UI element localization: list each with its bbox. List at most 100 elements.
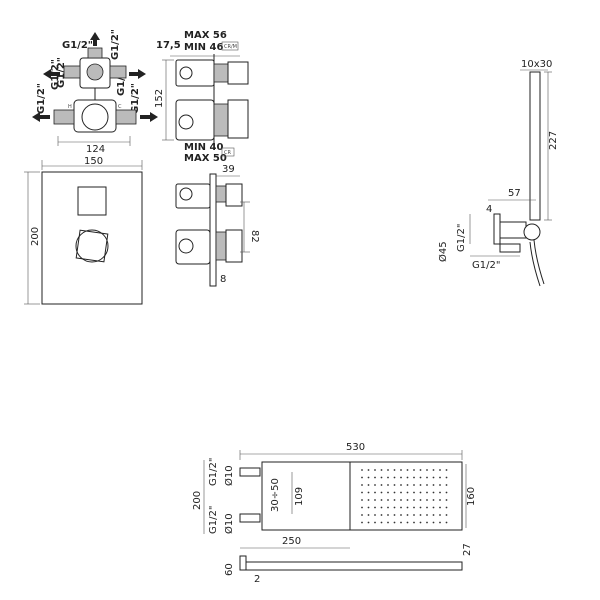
nozzle-dot [432,476,435,479]
label-g-hand-1: G1/2" [456,224,467,252]
dim-227: 227 [548,131,559,150]
nozzle-dot [445,514,448,516]
nozzle-dot [406,521,409,524]
dim-8: 8 [220,274,226,285]
nozzle-dot [361,514,363,516]
nozzle-dot [445,521,448,524]
dim-min-40: MIN 40 [184,142,223,153]
nozzle-dot [439,469,441,471]
label-g-right-lower: G1/2" [130,83,141,114]
nozzle-dot [361,506,363,509]
nozzle-dot [445,476,448,479]
nozzle-dot [419,469,422,471]
nozzle-dot [361,484,363,486]
label-g-head-2: G1/2" [208,506,219,534]
dim-109: 109 [294,487,305,506]
nozzle-dot [374,506,376,509]
dim-min-46: MIN 46 [184,42,223,53]
nozzle-dot [400,469,402,471]
nozzle-dot [374,476,376,479]
nozzle-dot [400,476,402,479]
nozzle-dot [367,499,370,501]
dim-10x30: 10x30 [521,59,552,70]
nozzle-dot [413,469,415,471]
nozzle-dot [380,521,383,524]
label-g-left-lower: G1/2" [36,83,47,114]
nozzle-dot [374,521,376,524]
nozzle-dot [426,499,428,501]
valve-top-view: G1/2" G1/2" G1/2" G1/2" G1/2" G1/2" G1/2… [32,29,158,170]
nozzle-dot [439,491,441,494]
nozzle-dot [439,499,441,501]
nozzle-dot [400,521,402,524]
label-g-side-left: G1/2" [50,59,61,90]
nozzle-dot [393,469,396,471]
dim-2: 2 [254,574,260,585]
nozzle-dot [400,514,402,516]
nozzle-dot [439,484,441,486]
arrow-right-icon [129,69,146,79]
nozzle-dot [413,484,415,486]
dim-200-head: 200 [192,491,203,510]
mark-right: C [118,104,122,110]
nozzle-dot [374,514,376,516]
nozzle-dot [361,491,363,494]
nozzle-dot [387,469,389,471]
dim-max-56: MAX 56 [184,30,227,41]
nozzle-dot [393,491,396,494]
nozzle-dot [374,491,376,494]
nozzle-dot [413,521,415,524]
dim-250: 250 [282,536,301,547]
nozzle-dot [413,499,415,501]
dim-60: 60 [224,563,235,576]
nozzle-dot [374,469,376,471]
nozzle-dot [419,506,422,509]
nozzle-dot [413,514,415,516]
nozzle-dot [406,476,409,479]
nozzle-dot [367,469,370,471]
nozzle-dot [413,476,415,479]
nozzle-dot [380,499,383,501]
nozzle-dot [426,476,428,479]
nozzle-dot [406,469,409,471]
arrow-right-lower-icon [140,112,158,122]
nozzle-dot [361,521,363,524]
nozzle-dot [361,499,363,501]
nozzle-dot [387,521,389,524]
nozzle-dot [419,484,422,486]
nozzle-dot [432,506,435,509]
nozzle-dot [393,521,396,524]
nozzle-dot [400,506,402,509]
nozzle-dot [361,476,363,479]
nozzle-dot [445,484,448,486]
label-g-top: G1/2" [62,40,93,51]
nozzle-dot [387,506,389,509]
dim-17-5: 17,5 [156,40,181,51]
nozzle-dot [367,484,370,486]
dim-27: 27 [462,543,473,556]
nozzle-dot [445,499,448,501]
nozzle-dot [393,484,396,486]
nozzle-dot [367,514,370,516]
nozzle-dot [426,484,428,486]
nozzle-dot [400,491,402,494]
nozzle-dot [419,514,422,516]
nozzle-dot [432,521,435,524]
nozzle-dot [380,514,383,516]
dim-4: 4 [486,204,492,215]
label-d10-1: Ø10 [223,465,235,486]
nozzle-dot [361,469,363,471]
nozzle-dot [419,476,422,479]
nozzle-dot [419,491,422,494]
nozzle-dot [432,499,435,501]
nozzle-dot [445,506,448,509]
nozzle-dot [387,476,389,479]
nozzle-dot [406,514,409,516]
label-g-head-1: G1/2" [208,458,219,486]
hand-shower: 10x30 227 57 4 Ø45 G1/2" G1/2" [437,59,559,287]
dim-30-50: 30÷50 [270,478,281,512]
nozzle-dot [426,491,428,494]
shower-head: 530 200 G1/2" Ø10 G1/2" Ø10 30÷50 109 16… [192,442,477,585]
dim-200-plate: 200 [30,227,41,246]
